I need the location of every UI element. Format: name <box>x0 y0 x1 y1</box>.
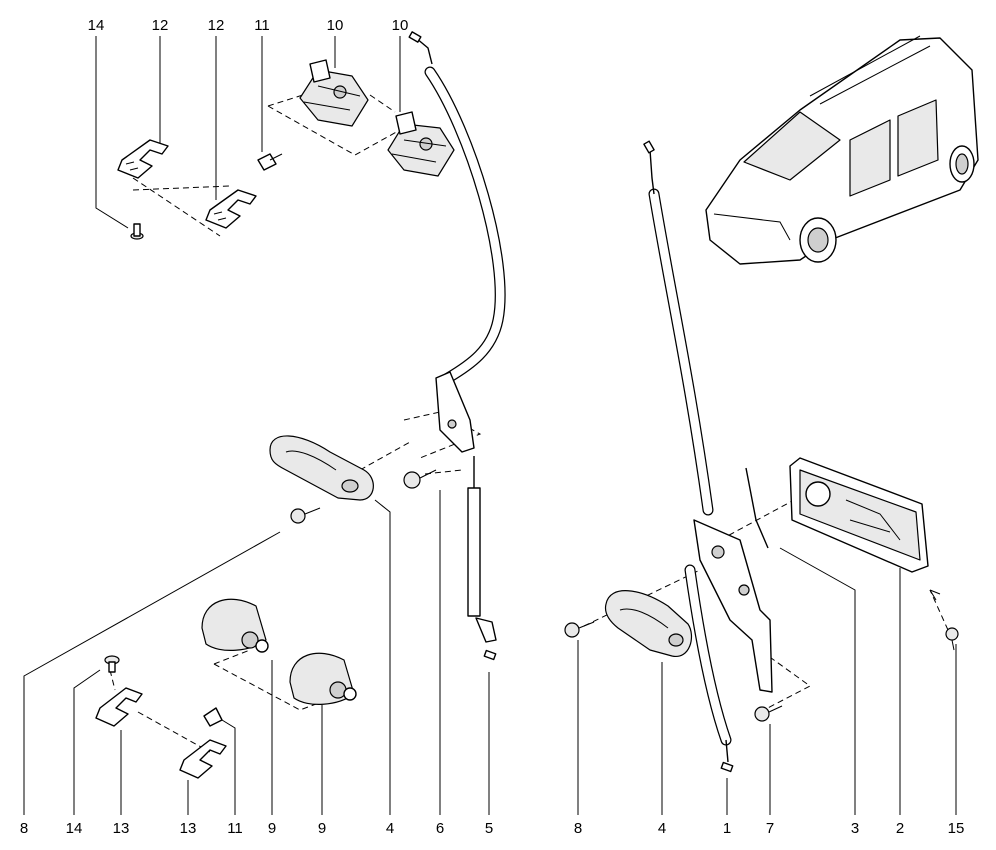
callout-8-left: 8 <box>20 820 28 837</box>
lock-plate-left <box>435 371 475 453</box>
handle-4-left <box>269 435 374 501</box>
callout-11-top: 11 <box>254 17 270 34</box>
screw-15 <box>929 589 959 651</box>
callout-8-right: 8 <box>574 820 582 837</box>
callout-11-bottom: 11 <box>227 820 243 837</box>
lock-cylinder-9-lower <box>289 652 357 705</box>
bracket-12-upper <box>117 139 169 179</box>
callout-13-left: 13 <box>113 820 130 837</box>
callout-12-left: 12 <box>152 17 169 34</box>
callout-13-right: 13 <box>180 820 197 837</box>
callout-7: 7 <box>766 820 774 837</box>
bracket-13-lower <box>179 739 227 779</box>
callout-9-left: 9 <box>268 820 276 837</box>
rod-5 <box>467 456 497 661</box>
callout-2: 2 <box>896 820 904 837</box>
lock-mechanism-right <box>693 467 773 693</box>
rod-1 <box>684 564 734 773</box>
callout-9-right: 9 <box>318 820 326 837</box>
callout-4-right: 4 <box>658 820 666 837</box>
bracket-12-lower <box>205 189 257 229</box>
cable-right <box>643 140 714 516</box>
screw-11-bottom <box>203 707 223 727</box>
callouts-top: 14 12 12 11 10 10 <box>88 17 409 34</box>
latch-10-right <box>387 111 455 177</box>
callout-15: 15 <box>948 820 965 837</box>
screw-14-top <box>130 223 144 240</box>
screw-14-bottom <box>104 655 120 673</box>
handle-4-right <box>604 590 693 657</box>
callout-3: 3 <box>851 820 859 837</box>
screw-8-right <box>564 621 595 638</box>
callout-12-right: 12 <box>208 17 225 34</box>
cable-left <box>408 31 506 384</box>
vehicle-illustration <box>705 35 979 265</box>
rear-light-2 <box>789 457 929 573</box>
callout-6: 6 <box>436 820 444 837</box>
bracket-13-upper <box>95 687 143 727</box>
screw-7 <box>754 705 783 722</box>
screw-11-top <box>257 153 283 171</box>
latch-10-left <box>299 59 369 127</box>
callouts-bottom: 8 14 13 13 11 9 9 4 6 5 8 4 1 7 3 2 15 <box>20 820 965 837</box>
callout-10-left: 10 <box>327 17 344 34</box>
callout-14-bottom: 14 <box>66 820 83 837</box>
callout-14-top: 14 <box>88 17 105 34</box>
callout-4-left: 4 <box>386 820 394 837</box>
callout-5: 5 <box>485 820 493 837</box>
lock-cylinder-9-upper <box>201 598 269 653</box>
leader-lines <box>23 36 957 815</box>
screw-8-left <box>290 507 321 524</box>
callout-1: 1 <box>723 820 731 837</box>
callout-10-right: 10 <box>392 17 409 34</box>
screw-6 <box>403 469 437 489</box>
